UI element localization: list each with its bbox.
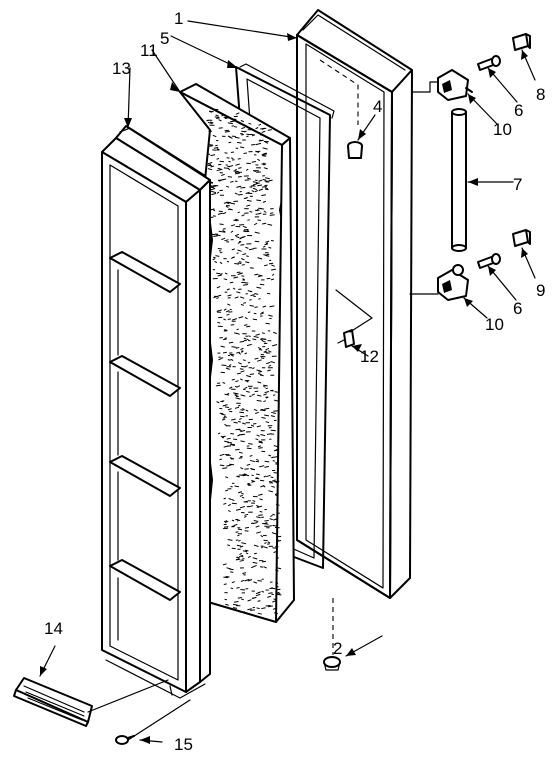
upper-hinge-screw xyxy=(477,55,501,71)
lower-hinge xyxy=(437,264,469,301)
callout-5: 5 xyxy=(160,29,169,48)
foam-insulation xyxy=(179,83,295,623)
callout-11: 11 xyxy=(140,41,158,60)
callout-12: 12 xyxy=(360,347,379,366)
callout-4: 4 xyxy=(373,97,382,116)
handle-trim xyxy=(13,677,93,727)
callout-9: 9 xyxy=(536,281,545,300)
inner-door-liner xyxy=(101,125,211,699)
bottom-plug xyxy=(323,598,341,671)
callout-8: 8 xyxy=(536,85,545,104)
arrowheads xyxy=(40,33,528,744)
callout-15: 15 xyxy=(174,735,193,754)
callout-2: 2 xyxy=(333,639,342,658)
lower-hinge-screw xyxy=(477,253,501,269)
callout-1: 1 xyxy=(174,9,183,28)
upper-hinge xyxy=(437,69,473,101)
callout-6-lower: 6 xyxy=(513,299,522,318)
callout-13: 13 xyxy=(112,59,131,78)
foam-texture xyxy=(206,108,282,615)
callout-10-upper: 10 xyxy=(493,120,512,139)
outer-door-panel xyxy=(296,9,413,599)
upper-hinge-cap xyxy=(512,33,531,51)
callout-6-upper: 6 xyxy=(514,101,523,120)
callout-7: 7 xyxy=(513,175,522,194)
callout-labels: 1 2 4 5 6 6 7 8 9 10 10 11 12 13 14 15 xyxy=(44,9,545,754)
lower-hinge-cap xyxy=(512,229,531,247)
door-plug xyxy=(347,141,363,159)
callout-14: 14 xyxy=(44,619,63,638)
wire-clip xyxy=(335,289,373,348)
callout-10-lower: 10 xyxy=(485,315,504,334)
hinge-pin xyxy=(451,108,467,252)
